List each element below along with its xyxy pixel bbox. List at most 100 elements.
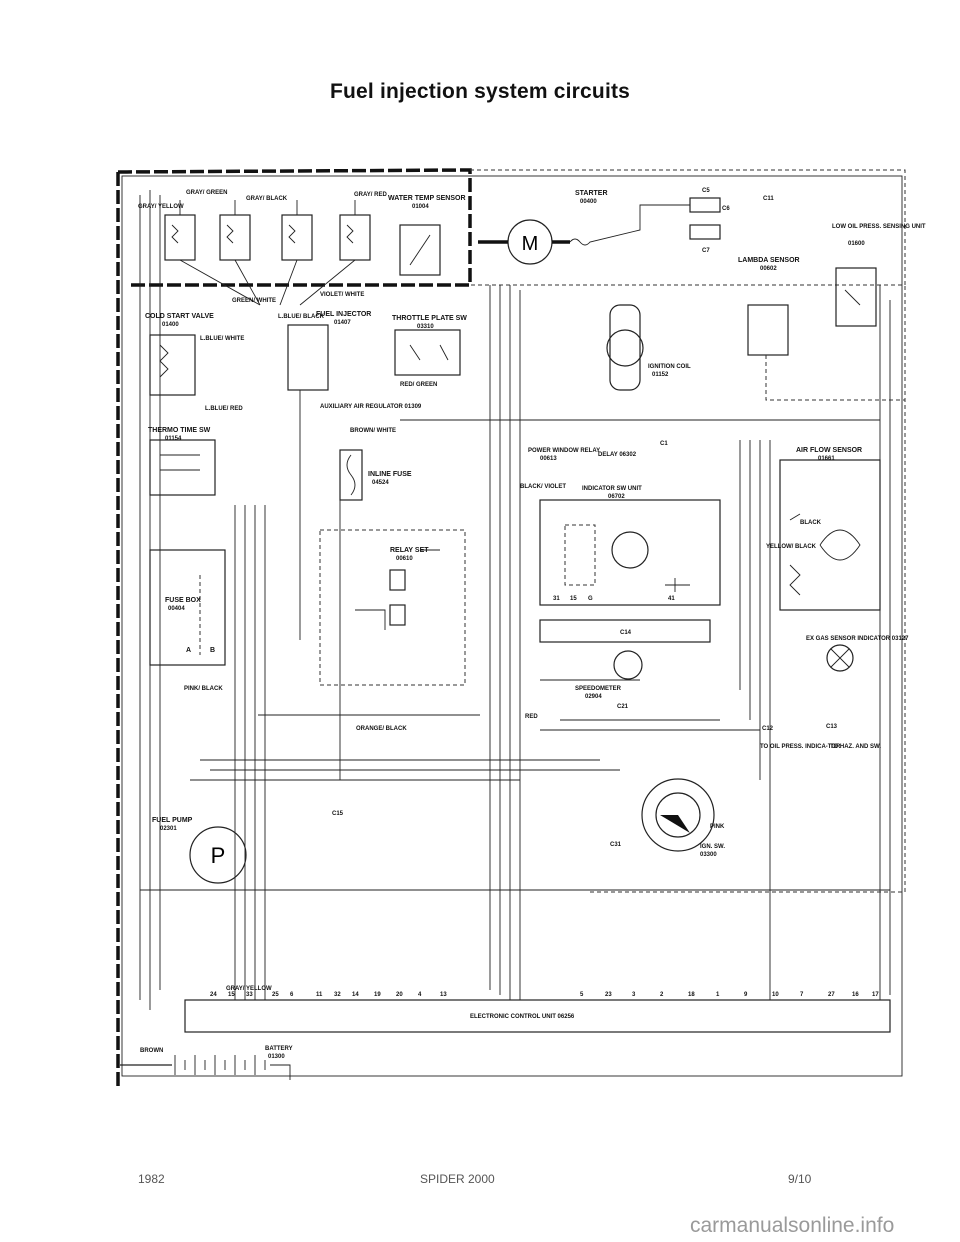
air-flow-sensor-label: AIR FLOW SENSOR bbox=[796, 447, 862, 454]
connector-c31: C31 bbox=[610, 842, 622, 848]
ecu-pin: 33 bbox=[246, 992, 253, 998]
to-haz-label: TO HAZ. AND SW. bbox=[830, 744, 881, 750]
battery-label: BATTERY bbox=[265, 1046, 293, 1052]
fuel-injector-code: 01407 bbox=[334, 320, 351, 326]
starter-code: 00400 bbox=[580, 199, 597, 205]
relay-set-code: 00610 bbox=[396, 556, 413, 562]
wire-label: GRAY/ BLACK bbox=[246, 196, 288, 202]
speedometer-dial bbox=[613, 650, 643, 680]
indicator-pin: 15 bbox=[570, 596, 577, 602]
wire-label: GRAY/ GREEN bbox=[186, 190, 227, 196]
ign-sw-code: 03300 bbox=[700, 852, 717, 858]
fuel-pump-label: FUEL PUMP bbox=[152, 817, 193, 824]
wire-label: RED bbox=[525, 714, 538, 720]
ecu-pin: 18 bbox=[688, 992, 695, 998]
ign-sw-label: IGN. SW. bbox=[700, 844, 725, 850]
connector-c12: C12 bbox=[762, 726, 774, 732]
battery-code: 01300 bbox=[268, 1054, 285, 1060]
relay-set bbox=[319, 529, 466, 686]
starter-motor bbox=[478, 197, 721, 265]
lambda-sensor-box bbox=[747, 304, 789, 356]
wire-label: BROWN bbox=[140, 1048, 163, 1054]
connector-c6: C6 bbox=[722, 206, 730, 212]
footer-page-number: 9/10 bbox=[788, 1172, 812, 1186]
ecu-pin: 19 bbox=[374, 992, 381, 998]
inline-fuse-box bbox=[339, 449, 363, 501]
wire-label: BLACK bbox=[800, 520, 822, 526]
wire-label: GRAY/ YELLOW bbox=[226, 986, 272, 992]
indicator-unit-code: 06702 bbox=[608, 494, 625, 500]
power-window-label: POWER WINDOW RELAY bbox=[528, 448, 600, 454]
indicator-pin: 41 bbox=[668, 596, 675, 602]
ex-gas-sensor-label: EX GAS SENSOR INDICATOR 03127 bbox=[806, 636, 909, 642]
throttle-plate-code: 03310 bbox=[417, 324, 434, 330]
connector-c14-strip bbox=[539, 619, 711, 643]
indicator-unit bbox=[539, 499, 721, 606]
connector-c5: C5 bbox=[702, 188, 710, 194]
fuse-box-label: FUSE BOX bbox=[165, 597, 201, 604]
ignition-coil-code: 01152 bbox=[652, 372, 669, 378]
water-temp-sensor-label: WATER TEMP SENSOR bbox=[388, 195, 466, 202]
ecu-pin: 23 bbox=[605, 992, 612, 998]
ecu-pin: 20 bbox=[396, 992, 403, 998]
wire-label: PINK/ BLACK bbox=[184, 686, 223, 692]
connector-c7: C7 bbox=[702, 248, 710, 254]
ecu-pin: 10 bbox=[772, 992, 779, 998]
air-flow-sensor-code: 01661 bbox=[818, 456, 835, 462]
indicator-pin: 31 bbox=[553, 596, 560, 602]
ecu-pin: 1 bbox=[716, 992, 720, 998]
ecu-label: ELECTRONIC CONTROL UNIT 06256 bbox=[470, 1014, 575, 1020]
lambda-sensor-label: LAMBDA SENSOR bbox=[738, 257, 800, 264]
fuel-injector-label: FUEL INJECTOR bbox=[316, 311, 371, 318]
lambda-sensor-code: 00602 bbox=[760, 266, 777, 272]
fuse-box-code: 00404 bbox=[168, 606, 185, 612]
inline-fuse-code: 04524 bbox=[372, 480, 389, 486]
wire-label: YELLOW/ BLACK bbox=[766, 544, 817, 550]
connector-c14: C14 bbox=[620, 630, 632, 636]
pump-letter: P bbox=[211, 843, 226, 868]
throttle-plate-box bbox=[394, 329, 461, 376]
ecu-pin: 2 bbox=[660, 992, 664, 998]
low-oil-sensor-label: LOW OIL PRESS. SENSING UNIT bbox=[832, 224, 926, 230]
fuel-pump-circle bbox=[189, 826, 247, 884]
ecu-pin: 15 bbox=[228, 992, 235, 998]
ignition-switch bbox=[641, 778, 715, 852]
ecu-pin: 4 bbox=[418, 992, 422, 998]
speedometer-label: SPEEDOMETER bbox=[575, 686, 622, 692]
ecu-pin: 11 bbox=[316, 992, 323, 998]
ecu-pin: 17 bbox=[872, 992, 879, 998]
relay-set-label: RELAY SET bbox=[390, 547, 429, 554]
ecu-pin: 16 bbox=[852, 992, 859, 998]
water-temp-sensor-box bbox=[399, 224, 441, 276]
motor-letter: M bbox=[522, 233, 539, 255]
wire-label: RED/ GREEN bbox=[400, 382, 437, 388]
cold-start-valve-label: COLD START VALVE bbox=[145, 313, 214, 320]
footer-year: 1982 bbox=[138, 1172, 165, 1186]
connector-c13: C13 bbox=[826, 724, 838, 730]
wire-label: VIOLET/ WHITE bbox=[320, 292, 364, 298]
fuel-pump-code: 02301 bbox=[160, 826, 177, 832]
top-dashed-border bbox=[470, 169, 906, 286]
connector-c11: C11 bbox=[763, 196, 774, 202]
main-frame bbox=[121, 175, 903, 1077]
page-title: Fuel injection system circuits bbox=[329, 80, 631, 103]
power-window-code: 00613 bbox=[540, 456, 557, 462]
watermark: carmanualsonline.info bbox=[690, 1214, 895, 1237]
ignition-coil bbox=[606, 304, 644, 391]
wire-label: GRAY/ YELLOW bbox=[138, 204, 184, 210]
connector-c21: C21 bbox=[617, 704, 629, 710]
delay-relay-label: DELAY 06302 bbox=[598, 452, 637, 458]
thermo-time-code: 01154 bbox=[165, 436, 182, 442]
wire-label: BLACK/ VIOLET bbox=[520, 484, 566, 490]
throttle-plate-label: THROTTLE PLATE SW bbox=[392, 315, 467, 322]
wiring-harness bbox=[139, 190, 891, 1010]
ignition-coil-label: IGNITION COIL bbox=[648, 364, 691, 370]
ecu-box bbox=[184, 999, 891, 1033]
ecu-pin-numbers: 24 15 33 25 6 11 32 14 19 20 4 13 5 23 3… bbox=[210, 992, 879, 998]
fuse-box-letter: A bbox=[186, 647, 191, 654]
ecu-pin: 7 bbox=[800, 992, 804, 998]
battery-symbol bbox=[120, 1055, 291, 1080]
cold-start-valve-code: 01400 bbox=[162, 322, 179, 328]
ecu-pin: 14 bbox=[352, 992, 359, 998]
